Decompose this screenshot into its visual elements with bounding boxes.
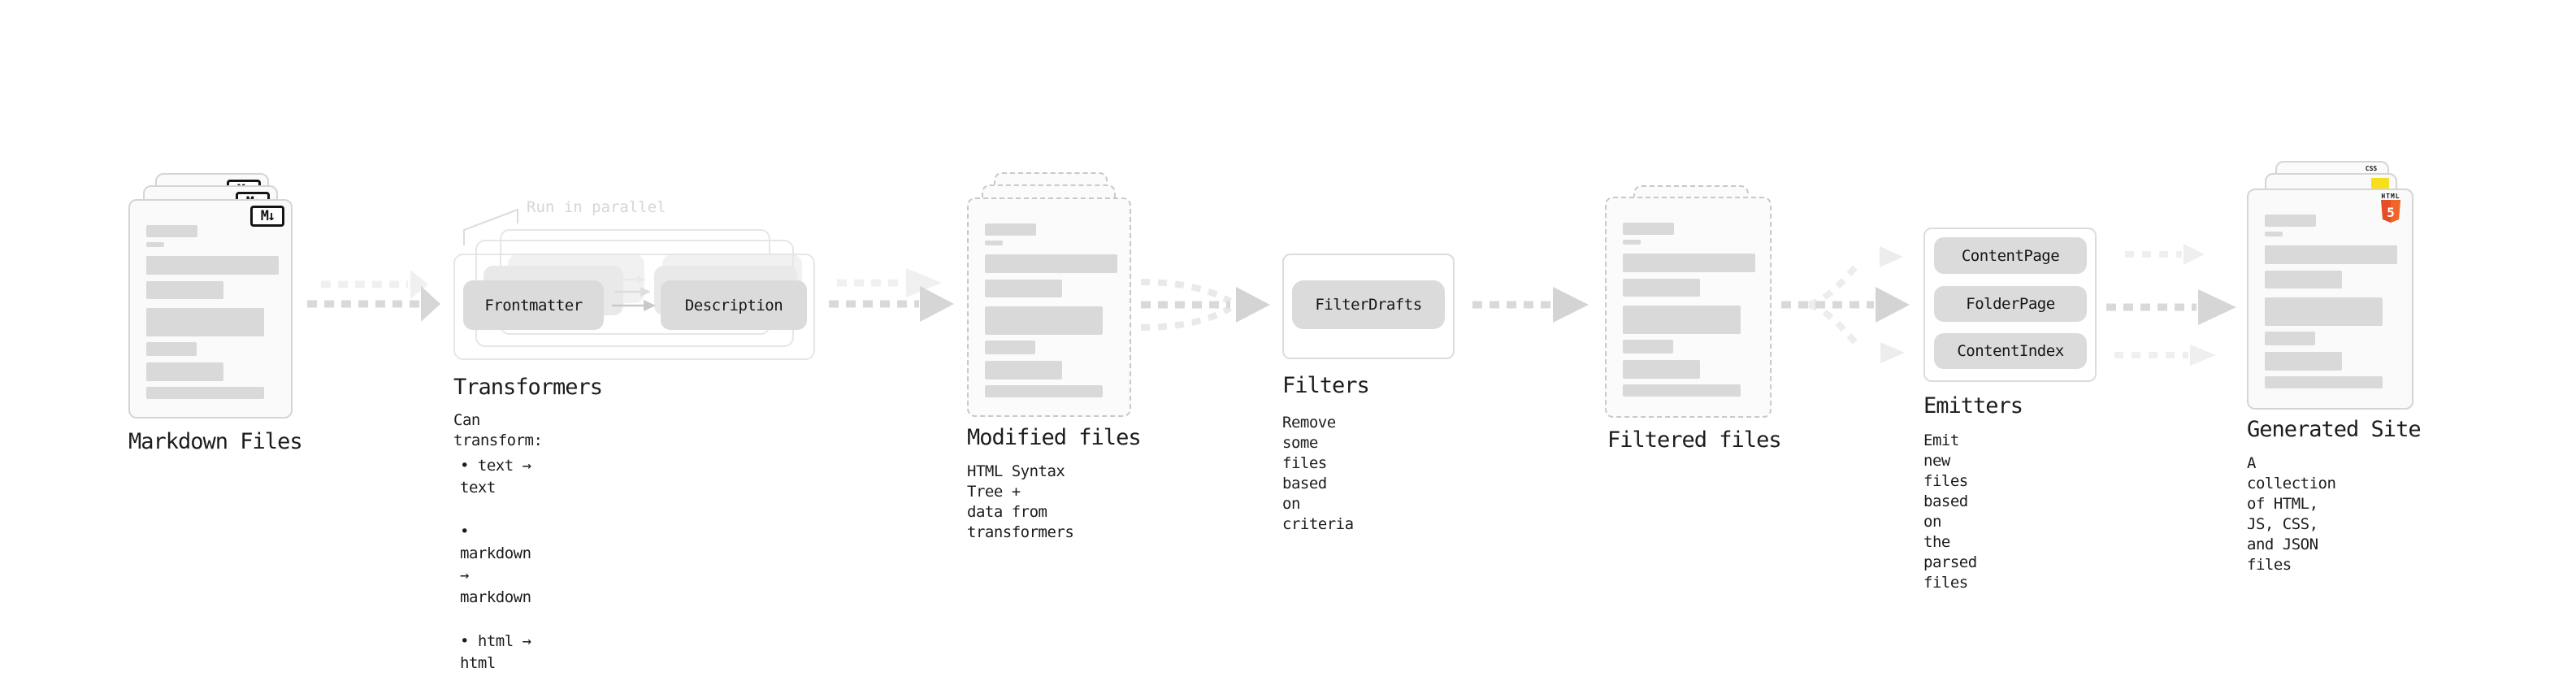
placeholder-bar — [1623, 240, 1641, 245]
html5-shield-right — [2391, 200, 2400, 223]
placeholder-bar — [1623, 384, 1741, 397]
placeholder-bar — [146, 308, 264, 336]
run-in-parallel-annotation: Run in parallel — [527, 198, 666, 216]
placeholder-bar — [985, 361, 1062, 380]
placeholder-bar — [146, 281, 223, 299]
placeholder-bar — [985, 241, 1003, 245]
arrowhead — [421, 286, 440, 322]
placeholder-bar — [1623, 254, 1755, 272]
frontmatter-chip: Frontmatter — [463, 280, 604, 330]
bullet-item: • text → text — [460, 457, 531, 497]
contentindex-chip: ContentIndex — [1934, 333, 2087, 369]
html5-number: 5 — [2387, 205, 2395, 220]
leader-line — [463, 208, 518, 245]
transformer-inner-arrows — [612, 275, 656, 311]
arrowhead — [1876, 287, 1910, 323]
transformers-sublabel: Can transform: — [453, 411, 543, 449]
placeholder-bar — [1623, 279, 1700, 297]
generated-site-description: A collection of HTML, JS, CSS, and JSON … — [2247, 454, 2336, 574]
bullet-item: • markdown → markdown — [460, 523, 531, 606]
arrowhead — [2184, 244, 2205, 265]
filterdrafts-chip: FilterDrafts — [1292, 280, 1445, 329]
placeholder-bar — [146, 242, 164, 247]
placeholder-bar — [146, 225, 197, 237]
placeholder-bar — [146, 256, 279, 275]
placeholder-bar — [985, 223, 1036, 236]
arrowhead — [640, 287, 651, 297]
modified-files-description: HTML Syntax Tree + data from transformer… — [967, 462, 1074, 541]
filtered-doc-card-front — [1605, 197, 1772, 418]
placeholder-bar — [146, 362, 223, 381]
arrowhead — [410, 270, 428, 299]
contentpage-chip: ContentPage — [1934, 237, 2087, 274]
placeholder-bar — [985, 280, 1062, 297]
arrowhead — [1880, 246, 1903, 267]
markdown-files-label: Markdown Files — [128, 429, 303, 454]
transformers-label: Transformers — [453, 375, 603, 400]
description-chip: Description — [661, 280, 807, 330]
arrowhead — [1880, 342, 1905, 363]
html5-word: HTML — [2381, 193, 2400, 200]
markdown-icon: M↓ — [250, 206, 284, 227]
generated-site-label: Generated Site — [2247, 417, 2422, 442]
placeholder-bar — [985, 254, 1117, 273]
filters-label: Filters — [1282, 373, 1370, 398]
placeholder-bar — [2265, 376, 2383, 388]
placeholder-bar — [146, 387, 264, 399]
placeholder-bar — [2265, 332, 2315, 345]
arrowhead — [906, 268, 942, 297]
arrow-emitters-to-site — [2106, 244, 2236, 366]
arrow-markdown-to-transformers — [307, 270, 440, 322]
placeholder-bar — [1623, 306, 1741, 334]
diverge-branch-top — [1807, 260, 1863, 308]
transformers-bullet-list: • text → text • markdown → markdown • ht… — [460, 433, 531, 681]
arrowhead — [2190, 345, 2216, 366]
placeholder-bar — [2265, 245, 2397, 264]
emitters-description: Emit new files based on the parsed files — [1923, 432, 1977, 592]
arrowhead — [1236, 287, 1270, 323]
arrowhead — [644, 300, 656, 311]
markdown-doc-card-front: M↓ — [128, 199, 293, 419]
placeholder-bar — [2265, 271, 2342, 288]
js-icon — [2371, 178, 2389, 191]
filters-description: Remove some files based on criteria — [1282, 414, 1354, 533]
arrowhead — [920, 286, 954, 322]
placeholder-bar — [1623, 340, 1673, 354]
placeholder-bar — [985, 306, 1103, 335]
emitters-label: Emitters — [1923, 393, 2023, 419]
merge-branch-bottom — [1140, 305, 1233, 331]
html5-shield: 5 — [2381, 200, 2400, 223]
folderpage-chip: FolderPage — [1934, 286, 2087, 322]
arrow-filters-to-filtered — [1472, 287, 1589, 323]
modified-doc-card-front — [967, 197, 1131, 417]
placeholder-bar — [2265, 352, 2342, 371]
placeholder-bar — [146, 342, 197, 356]
annotation-leader-line — [463, 208, 518, 245]
site-doc-card-html: HTML 5 — [2247, 189, 2413, 410]
arrow-transformers-to-modified — [829, 268, 954, 322]
bullet-item: • html → html — [460, 632, 531, 672]
arrowhead — [1553, 287, 1589, 323]
merge-branch-top — [1140, 279, 1233, 305]
diverge-branch-bottom — [1807, 301, 1863, 349]
placeholder-bar — [2265, 297, 2383, 326]
placeholder-bar — [1623, 223, 1674, 235]
arrow-modified-to-filters — [1140, 279, 1270, 331]
arrowhead — [637, 275, 646, 284]
html5-icon: HTML 5 — [2379, 193, 2402, 223]
placeholder-bar — [2265, 232, 2283, 236]
placeholder-bar — [2265, 215, 2316, 227]
filtered-files-label: Filtered files — [1607, 427, 1782, 453]
placeholder-bar — [1623, 360, 1700, 379]
arrow-filtered-to-emitters — [1781, 246, 1910, 363]
transformer-container-front — [453, 254, 815, 360]
placeholder-bar — [985, 340, 1035, 354]
modified-files-label: Modified files — [967, 425, 1142, 450]
arrowhead — [2198, 289, 2236, 325]
placeholder-bar — [985, 385, 1103, 397]
